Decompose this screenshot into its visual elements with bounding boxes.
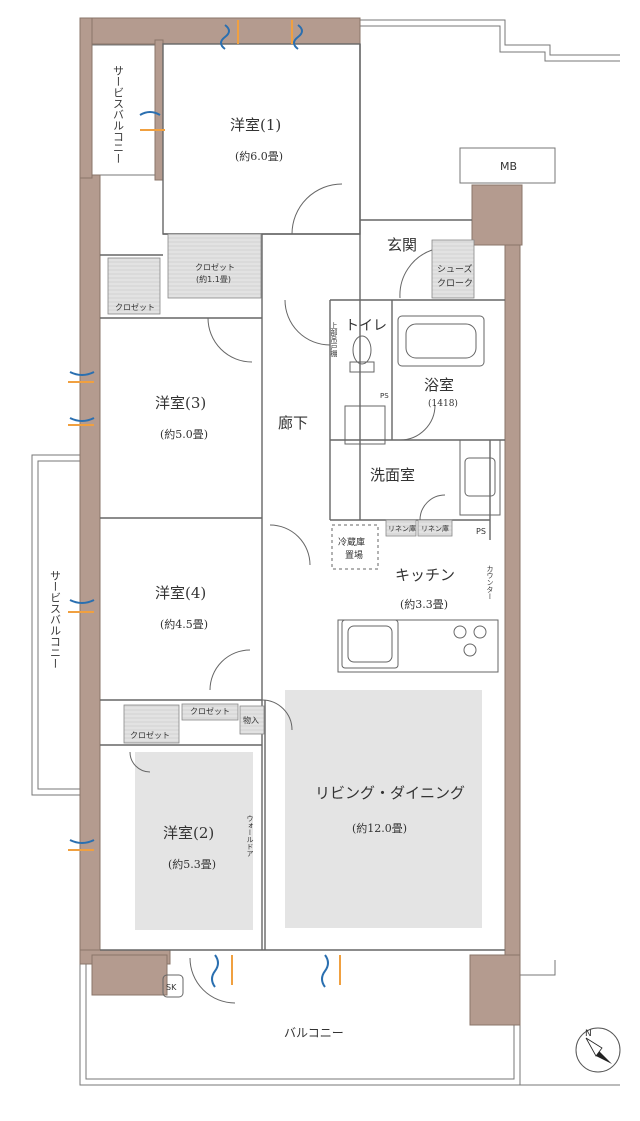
north-label: N [585,1029,592,1039]
entrance-name: 玄関 [387,236,417,254]
fridge-line1: 冷蔵庫 [338,536,365,548]
doors [129,183,446,1004]
linen2-label: リネン庫 [421,524,449,533]
wall-door-label: ウォールドア [246,815,254,857]
western3-size: (約5.0畳) [160,427,208,441]
closet1-line2: (約1.1畳) [196,274,231,284]
linen1-label: リネン庫 [388,524,416,533]
ps2-label: PS [476,527,486,536]
kitchen-size: (約3.3畳) [400,597,448,611]
washroom-name: 洗面室 [370,466,415,484]
bath-size: (1418) [428,398,458,409]
service-balcony-left-label: サービスバルコニー [49,570,62,669]
fridge-line2: 置場 [345,549,363,561]
closet3-label: クロゼット [115,302,155,312]
balcony-label: バルコニー [284,1026,344,1040]
western4-size: (約4.5畳) [160,617,208,631]
fixtures [162,315,501,998]
western4-name: 洋室(4) [155,584,206,602]
closet1-line1: クロゼット [195,262,235,272]
bath-name: 浴室 [424,376,454,394]
mb-label: MB [500,160,517,173]
kitchen-name: キッチン [395,566,455,584]
living-name: リビング・ダイニング [315,784,465,802]
closet2-label: クロゼット [130,730,170,740]
service-balcony-top-label: サービスバルコニー [112,65,125,164]
western2-name: 洋室(2) [163,824,214,842]
western1-size: (約6.0畳) [235,149,283,163]
western1-name: 洋室(1) [230,116,281,134]
living-floor [285,690,482,928]
upper-cabinet-label: 上部吊戸棚 [330,321,338,358]
interior-walls [100,43,505,951]
shoes-line1: シューズ [437,263,473,275]
north-arrow-icon [575,1027,621,1073]
hatched-areas [107,233,475,744]
hallway-name: 廊下 [278,414,308,432]
western2-floor [135,752,253,930]
ps1-label: PS [380,392,389,400]
counter-label: カウンター [486,565,494,600]
western3-name: 洋室(3) [155,394,206,412]
walls [79,17,523,1026]
western2-size: (約5.3畳) [168,857,216,871]
airflow-arrows [68,20,341,988]
sk-label: SK [166,983,177,992]
storage-label: 物入 [243,715,259,725]
closet4-label: クロゼット [190,706,230,716]
toilet-name: トイレ [345,318,387,334]
shoes-line2: クローク [437,278,473,289]
living-size: (約12.0畳) [352,821,407,835]
